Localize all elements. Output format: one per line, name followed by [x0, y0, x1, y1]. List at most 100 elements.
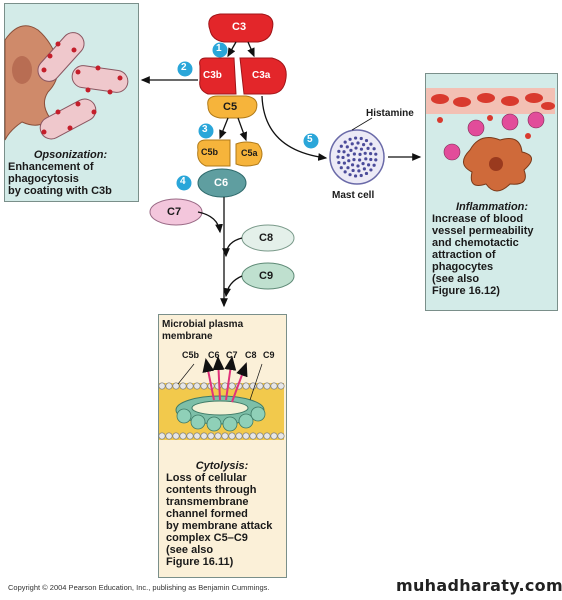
granule: [374, 152, 378, 156]
inflammation-line: attraction of: [432, 249, 496, 261]
granule: [337, 149, 341, 153]
inflammation-line: vessel permeability: [432, 225, 534, 237]
lipid-head: [235, 432, 243, 440]
granule: [359, 136, 363, 141]
bacteria-illustration: [37, 32, 129, 140]
lipid-head: [249, 382, 257, 390]
inflammation-line: phagocytes: [432, 261, 494, 273]
lipid-head: [242, 382, 250, 390]
lipid-head: [179, 382, 187, 390]
opsonization-line: by coating with C3b: [8, 185, 112, 197]
mac-label-c5b: C5b: [182, 350, 200, 360]
step-2-number: 2: [181, 62, 187, 73]
lipid-head: [158, 382, 166, 390]
granule: [346, 153, 350, 157]
mac-label-c7: C7: [226, 350, 238, 360]
c9-label: C9: [259, 270, 274, 282]
granule: [348, 137, 352, 141]
lipid-head: [172, 382, 180, 390]
c3-label: C3: [232, 21, 247, 33]
c7-label: C7: [167, 206, 182, 218]
granule: [366, 163, 371, 167]
granule: [353, 174, 358, 178]
membrane-illustration: [158, 356, 285, 440]
lipid-head: [228, 382, 236, 390]
granule: [336, 155, 340, 159]
lipid-head: [270, 382, 278, 390]
mac-label-c6: C6: [208, 350, 220, 360]
lipid-head: [200, 432, 208, 440]
granule: [339, 166, 343, 170]
cytolysis-caption: Cytolysis: Loss of cellular contents thr…: [166, 460, 278, 568]
lipid-head: [277, 382, 285, 390]
opsonization-line: Enhancement of: [8, 161, 94, 173]
granule: [343, 140, 347, 144]
cytolysis-line: complex C5–C9: [166, 532, 248, 544]
cytolysis-line: Loss of cellular: [166, 472, 247, 484]
opsonization-line: phagocytosis: [8, 173, 79, 185]
granule: [363, 151, 367, 155]
c5b-label: C5b: [201, 147, 219, 157]
inflammation-line: Figure 16.12): [432, 285, 500, 297]
lipid-head: [193, 382, 201, 390]
granule: [342, 161, 347, 165]
watermark-text: muhadharaty.com: [396, 576, 562, 595]
granule: [337, 160, 341, 165]
opsonization-caption: Opsonization: Enhancement of phagocytosi…: [8, 149, 133, 197]
granule: [364, 157, 368, 161]
granule: [358, 158, 362, 162]
histamine-pointer: [351, 117, 373, 131]
granule: [369, 157, 373, 162]
lipid-head: [165, 432, 173, 440]
granule: [362, 167, 366, 171]
c6-shape: [197, 168, 247, 198]
granule: [339, 144, 343, 148]
cytolysis-title: Cytolysis:: [195, 460, 249, 472]
cytolysis-line: contents through: [166, 484, 257, 496]
granule: [352, 152, 356, 156]
granule: [350, 163, 355, 167]
phagocyte-illustration: [4, 25, 59, 141]
granule: [353, 136, 358, 140]
c5a-shape: [235, 141, 263, 167]
lipid-head: [179, 432, 187, 440]
granule: [346, 166, 350, 170]
membrane-heading: Microbial plasma membrane: [162, 319, 243, 343]
granule: [364, 138, 369, 143]
step-3-number: 3: [202, 124, 208, 135]
granule: [369, 142, 373, 146]
granule: [349, 148, 353, 152]
granule: [347, 159, 351, 163]
lipid-head: [228, 432, 236, 440]
lipid-head: [256, 432, 264, 440]
c3-shape: [208, 13, 274, 43]
cytolysis-line: channel formed: [166, 508, 248, 520]
granule: [351, 168, 355, 173]
granule: [368, 152, 373, 156]
c5b-shape: [197, 139, 231, 167]
granule: [364, 171, 369, 176]
granule: [356, 141, 360, 145]
c6-label: C6: [214, 177, 229, 189]
lipid-head: [200, 382, 208, 390]
granule: [374, 158, 378, 162]
granule: [361, 162, 365, 166]
histamine-label: Histamine: [366, 108, 414, 119]
c3b-shape: [199, 57, 237, 95]
c5-label: C5: [223, 101, 238, 113]
inflammation-caption: Inflammation: Increase of blood vessel p…: [432, 201, 552, 297]
lipid-head: [165, 382, 173, 390]
lipid-head: [263, 432, 271, 440]
membrane-heading-line: membrane: [162, 331, 213, 342]
c3a-label: C3a: [252, 70, 271, 81]
membrane-heading-line: Microbial plasma: [162, 319, 244, 330]
c5-shape: [207, 95, 258, 119]
granule: [350, 142, 354, 146]
inflammation-line: Increase of blood: [432, 213, 524, 225]
c3a-shape: [239, 57, 287, 95]
lipid-head: [214, 432, 222, 440]
copyright-text: Copyright © 2004 Pearson Education, Inc.…: [8, 583, 270, 592]
lipid-head: [270, 432, 278, 440]
c7-shape: [149, 198, 203, 226]
